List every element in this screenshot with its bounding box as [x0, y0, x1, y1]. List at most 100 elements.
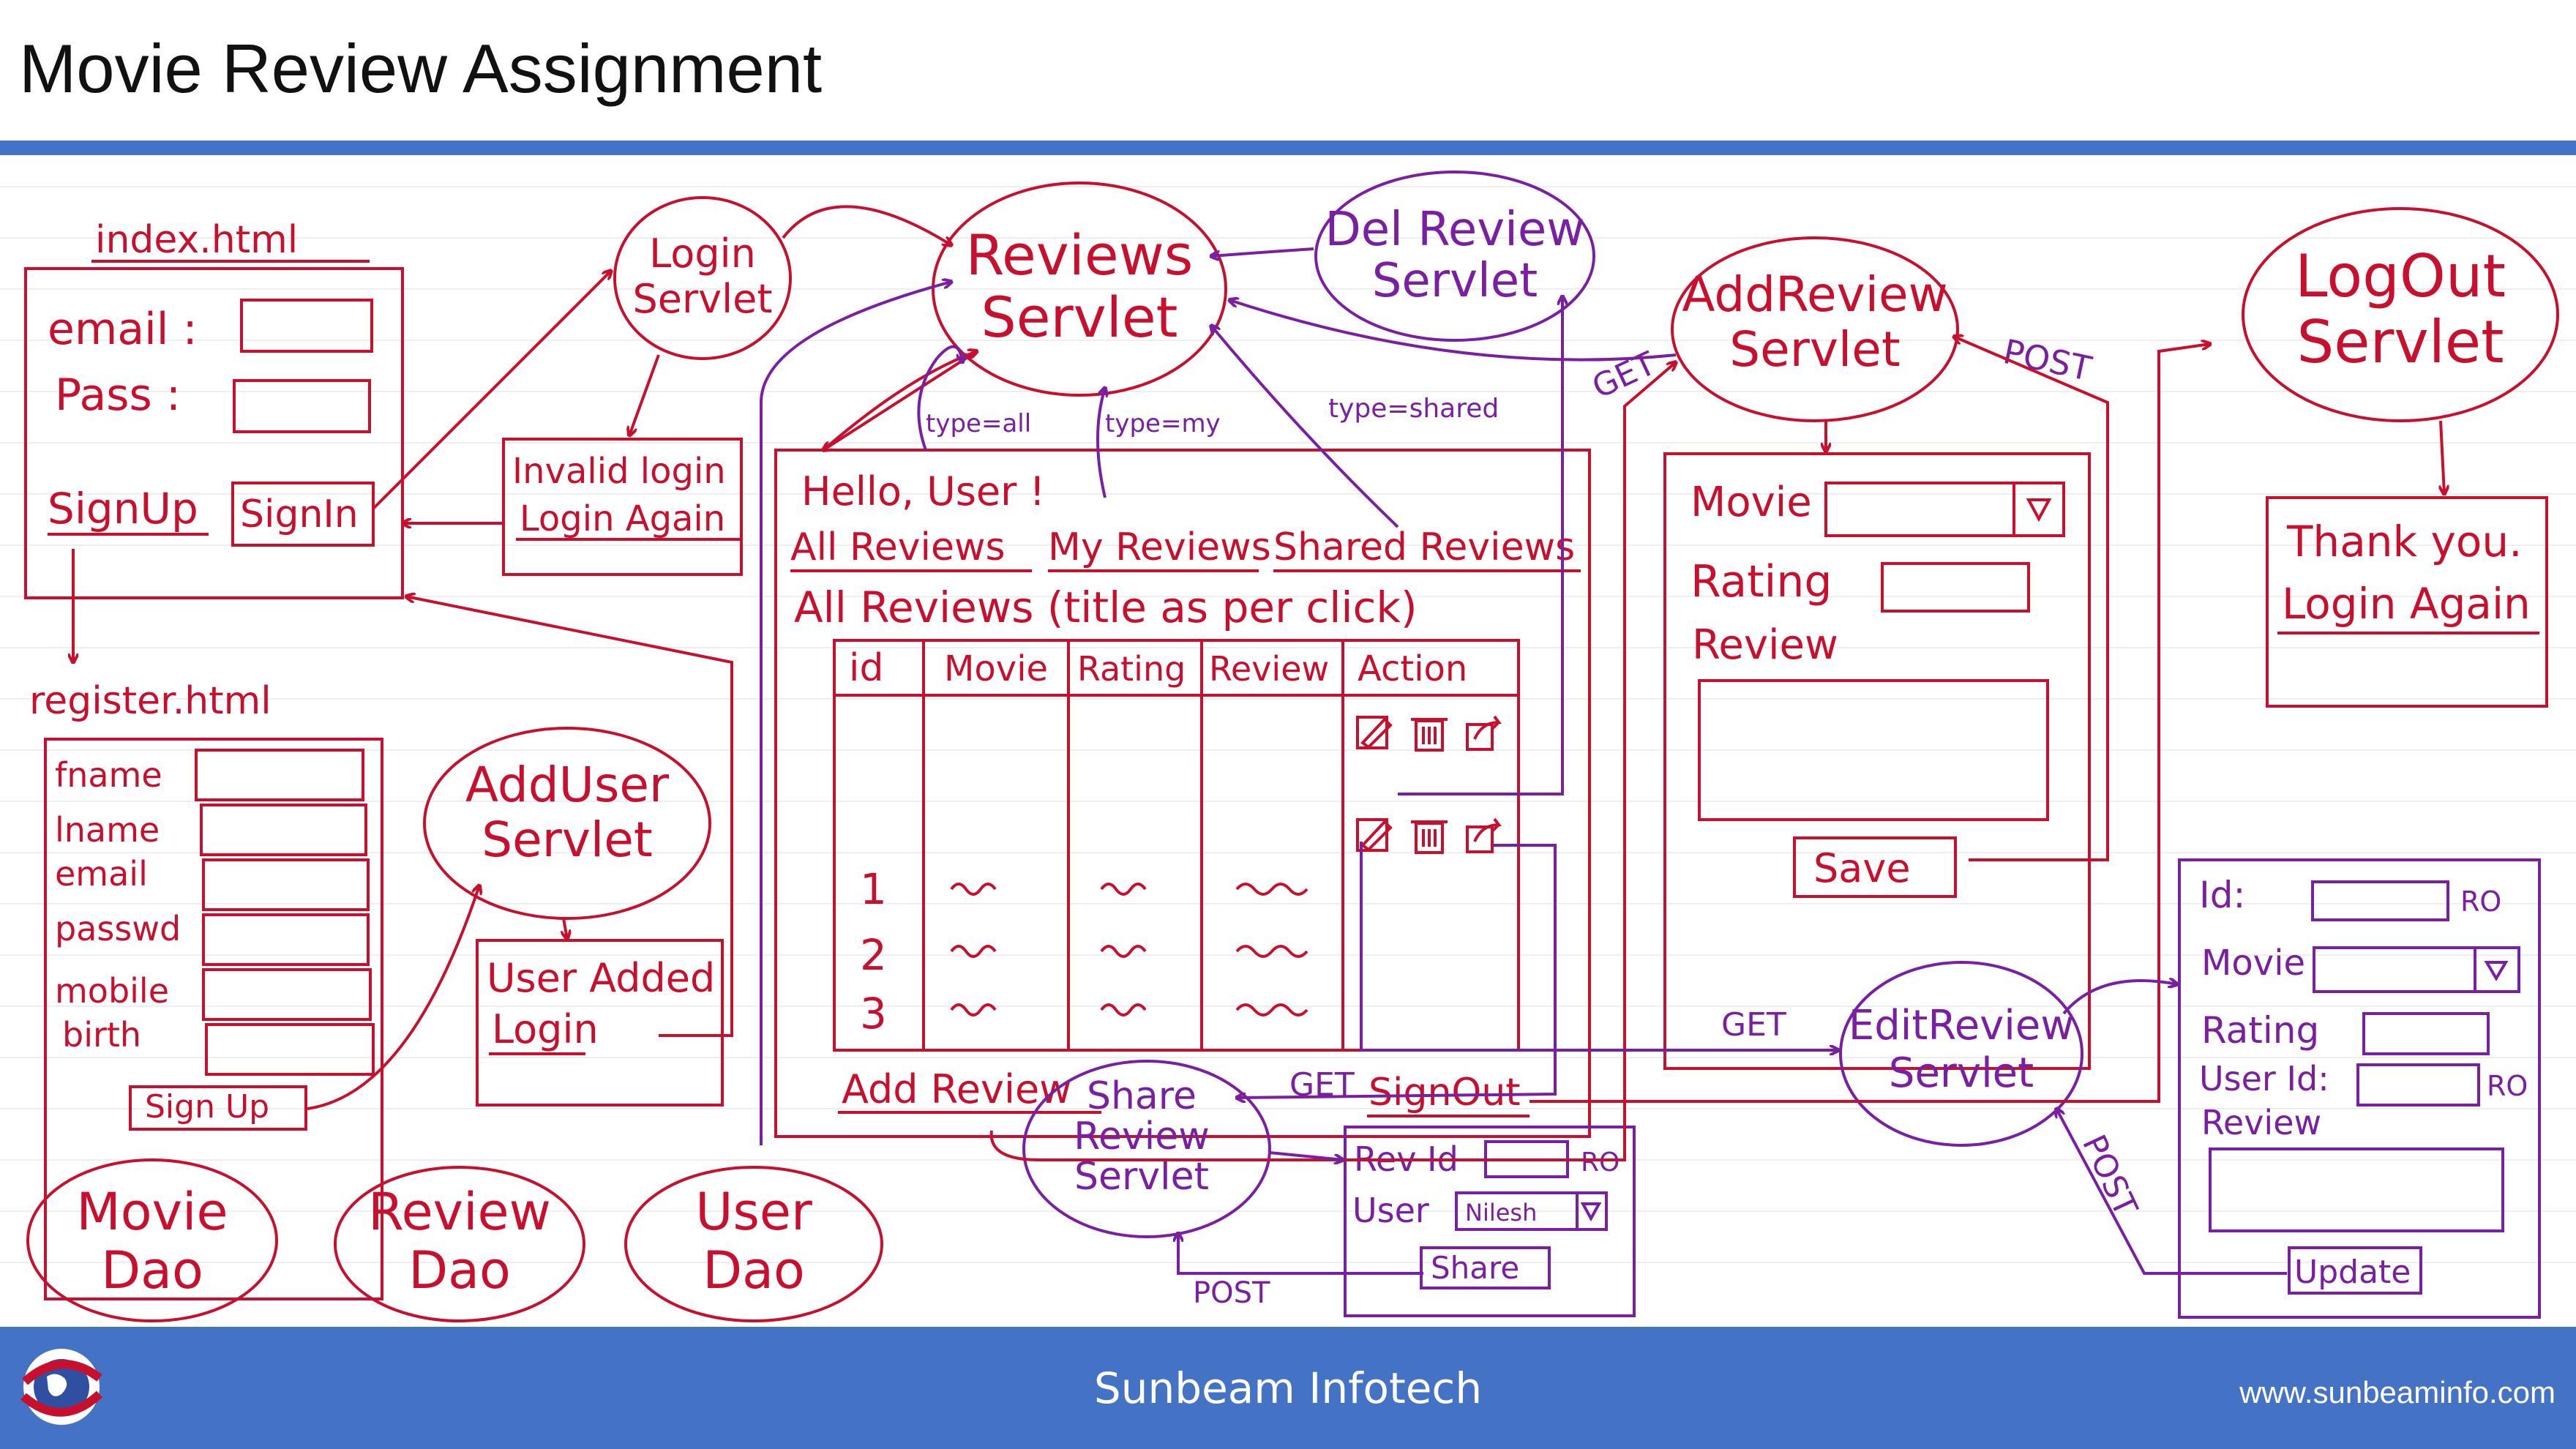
footer-url[interactable]: www.sunbeaminfo.com	[2239, 1375, 2556, 1409]
type-all-label: type=all	[926, 409, 1031, 438]
save-label: Save	[1813, 845, 1911, 891]
passwd-field[interactable]	[202, 913, 370, 966]
login-servlet-node	[613, 196, 792, 360]
all-reviews-link[interactable]: All Reviews	[790, 525, 1006, 569]
adduser-servlet: AddUser Servlet	[423, 727, 711, 920]
edit-form: Id: RO Movie Rating User Id: RO Review U…	[2178, 858, 2541, 1319]
share-icon[interactable]	[1466, 715, 1502, 751]
invalid-login-frame	[502, 438, 743, 576]
row-1-id: 1	[860, 864, 887, 914]
reviews-page: Hello, User ! All Reviews My Reviews Sha…	[774, 449, 1591, 1138]
chevron-down-icon[interactable]	[1580, 1202, 1602, 1222]
get-edit-label: GET	[1721, 1006, 1786, 1044]
shared-reviews-link[interactable]: Shared Reviews	[1273, 525, 1575, 569]
footer-company: Sunbeam Infotech	[1093, 1363, 1483, 1413]
share-servlet-line1: Share	[1087, 1074, 1197, 1118]
thank-you-line1: Thank you.	[2286, 517, 2523, 566]
add-movie-select[interactable]	[1824, 482, 2065, 537]
share-user-label: User	[1352, 1191, 1429, 1230]
mobile-field[interactable]	[202, 968, 372, 1021]
col-movie: Movie	[944, 648, 1048, 689]
email-field[interactable]	[240, 299, 373, 353]
edit-movie-label: Movie	[2201, 943, 2305, 984]
thank-you-link[interactable]: Login Again	[2282, 579, 2531, 629]
title-rule	[0, 141, 2576, 155]
share-button[interactable]	[1420, 1246, 1551, 1289]
thank-you-frame	[2266, 496, 2548, 708]
edit-rating-field[interactable]	[2362, 1012, 2490, 1055]
lname-field[interactable]	[200, 804, 367, 856]
edge-labels: type=all type=my type=shared GET POST GE…	[926, 332, 2144, 1310]
trash-icon[interactable]	[1411, 718, 1448, 752]
movie-dao: Movie Dao	[26, 1158, 278, 1322]
share-form: Rev Id RO User Nilesh Share	[1344, 1126, 1636, 1317]
edit-userid-field	[2356, 1063, 2480, 1107]
signup-link[interactable]: SignUp	[48, 484, 198, 533]
share-review-servlet: Share Review Servlet	[1022, 1060, 1271, 1238]
fname-field[interactable]	[195, 749, 364, 801]
reviews-servlet-node	[932, 181, 1227, 397]
index-page-frame	[24, 267, 404, 599]
update-button[interactable]	[2288, 1246, 2422, 1295]
invalid-login-line1: Invalid login	[512, 451, 726, 492]
register-page-caption: register.html	[29, 679, 272, 723]
register-signup-button[interactable]	[129, 1085, 307, 1131]
share-label: Share	[1431, 1250, 1519, 1286]
save-button[interactable]	[1793, 836, 1957, 898]
thank-you-page: Thank you. Login Again	[2266, 496, 2548, 708]
edit-id-field	[2311, 880, 2449, 921]
greeting: Hello, User !	[801, 468, 1045, 514]
add-review-textarea[interactable]	[1698, 679, 2049, 821]
review-dao: Review Dao	[334, 1166, 585, 1322]
edit-movie-select[interactable]	[2313, 946, 2520, 993]
reviews-heading: All Reviews (title as per click)	[794, 583, 1418, 632]
share-user-select[interactable]	[1455, 1191, 1608, 1231]
user-added-link[interactable]: Login	[492, 1006, 599, 1052]
mobile-label: mobile	[55, 971, 169, 1011]
add-review-form: Movie Rating Review Save	[1663, 452, 2091, 1070]
reviews-servlet-line1: Reviews	[966, 222, 1194, 288]
signin-button[interactable]	[231, 482, 375, 547]
update-label: Update	[2294, 1254, 2411, 1291]
edit-icon[interactable]	[1356, 716, 1393, 749]
share-servlet-line3: Servlet	[1074, 1155, 1209, 1199]
password-field[interactable]	[233, 379, 371, 433]
pass-label: Pass :	[55, 370, 181, 421]
ruled-lines	[0, 186, 2576, 1263]
chevron-down-icon[interactable]	[2026, 498, 2052, 523]
reg-email-field[interactable]	[202, 858, 370, 911]
trash-icon[interactable]	[1411, 820, 1448, 854]
edit-review-servlet: EditReview Servlet	[1839, 961, 2083, 1147]
add-rating-field[interactable]	[1881, 562, 2030, 613]
email-label: email :	[48, 304, 198, 355]
logout-servlet-line1: LogOut	[2295, 242, 2506, 310]
row-2-id: 2	[860, 930, 887, 980]
share-icon[interactable]	[1466, 817, 1502, 853]
chevron-down-icon[interactable]	[2484, 961, 2509, 981]
movie-dao-node	[26, 1158, 278, 1322]
review-dao-node	[334, 1166, 585, 1322]
reviews-servlet-line2: Servlet	[981, 285, 1178, 350]
my-reviews-link[interactable]: My Reviews	[1048, 525, 1271, 569]
del-review-servlet: Del Review Servlet	[1314, 171, 1595, 342]
fname-label: fname	[55, 755, 162, 795]
login-servlet: Login Servlet	[613, 196, 792, 360]
col-review: Review	[1209, 649, 1329, 689]
share-servlet-line2: Review	[1074, 1115, 1210, 1158]
type-shared-label: type=shared	[1328, 394, 1499, 424]
invalid-login-link[interactable]: Login Again	[520, 498, 725, 539]
user-added-page: User Added Login	[476, 939, 724, 1107]
register-page-frame	[44, 738, 383, 1300]
share-form-frame	[1344, 1126, 1636, 1317]
signout-link[interactable]: SignOut	[1368, 1071, 1521, 1115]
user-dao: User Dao	[624, 1166, 883, 1322]
logout-servlet-node	[2242, 207, 2559, 422]
edit-review-textarea[interactable]	[2209, 1147, 2504, 1232]
edit-icon[interactable]	[1356, 818, 1393, 852]
add-review-servlet-line2: Servlet	[1729, 321, 1901, 378]
user-dao-line2: Dao	[703, 1240, 805, 1300]
add-review-link[interactable]: Add Review	[842, 1066, 1071, 1112]
birth-field[interactable]	[205, 1023, 375, 1076]
logout-servlet-line2: Servlet	[2296, 308, 2504, 376]
purple-connectors	[760, 247, 2287, 1275]
